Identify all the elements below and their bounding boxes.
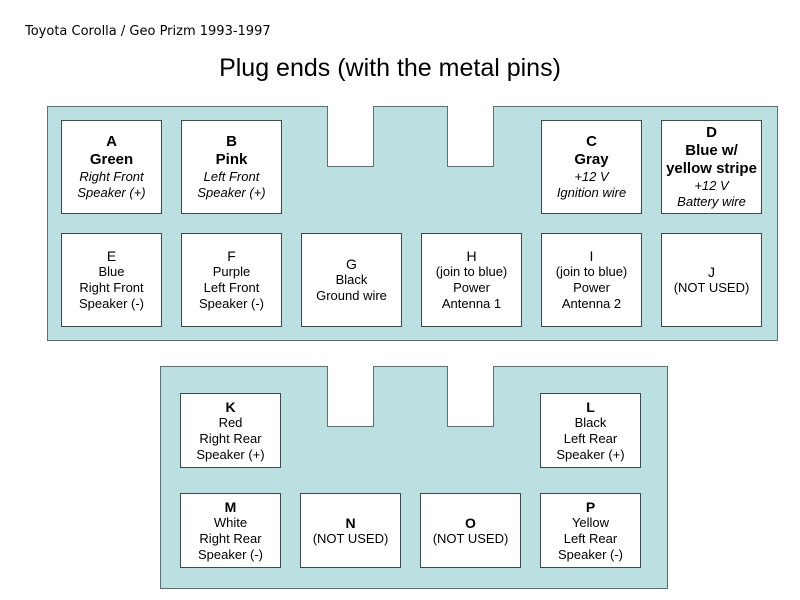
pin-voltage: +12 V <box>694 178 729 193</box>
pin-function: Battery wire <box>677 194 746 209</box>
pin-e: E Blue Right Front Speaker (-) <box>61 233 162 327</box>
pin-function: Left Front <box>203 169 260 184</box>
pin-function: Speaker (+) <box>77 185 146 200</box>
pin-line: Right Rear <box>199 430 262 446</box>
top-connector: A Green Right Front Speaker (+) B Pink L… <box>47 105 778 341</box>
pin-letter: N <box>345 514 356 531</box>
pin-o: O (NOT USED) <box>420 493 521 568</box>
pin-line: (join to blue) <box>435 264 508 279</box>
pin-n: N (NOT USED) <box>300 493 401 568</box>
pin-b: B Pink Left Front Speaker (+) <box>181 120 282 214</box>
pin-line: Speaker (+) <box>556 446 625 462</box>
pin-j: J (NOT USED) <box>661 233 762 327</box>
pin-line: Purple <box>212 264 251 279</box>
pin-function: Speaker (+) <box>197 185 266 200</box>
pin-line: Right Rear <box>199 530 262 546</box>
pin-f: F Purple Left Front Speaker (-) <box>181 233 282 327</box>
pin-line: (NOT USED) <box>673 280 750 295</box>
pin-line: Power <box>573 280 610 295</box>
pin-line: (join to blue) <box>555 264 628 279</box>
pin-letter: J <box>708 264 715 280</box>
pin-l: L Black Left Rear Speaker (+) <box>540 393 641 468</box>
pin-d: D Blue w/ yellow stripe +12 V Battery wi… <box>661 120 762 214</box>
pin-wire-color: yellow stripe <box>666 160 757 177</box>
pin-letter: K <box>225 398 236 415</box>
pin-wire-color: Gray <box>574 151 609 168</box>
pin-wire-color: Green <box>89 151 134 168</box>
pin-i: I (join to blue) Power Antenna 2 <box>541 233 642 327</box>
pin-letter: L <box>586 398 595 415</box>
pin-c: C Gray +12 V Ignition wire <box>541 120 642 214</box>
diagram-title: Plug ends (with the metal pins) <box>219 54 561 82</box>
pin-function: Ignition wire <box>556 185 627 200</box>
pin-h: H (join to blue) Power Antenna 1 <box>421 233 522 327</box>
pin-letter: D <box>706 124 717 141</box>
pin-line: (NOT USED) <box>432 530 509 546</box>
pin-line: Speaker (+) <box>196 446 265 462</box>
pin-line: Yellow <box>571 514 610 530</box>
pin-letter: I <box>589 248 594 264</box>
pin-function: Right Front <box>79 169 144 184</box>
pin-letter: O <box>465 514 476 531</box>
connector-key-tab <box>447 365 494 427</box>
pin-line: (NOT USED) <box>312 530 389 546</box>
connector-key-tab <box>447 105 494 167</box>
pin-wire-color: Blue w/ <box>685 142 738 159</box>
pin-line: Blue <box>98 264 125 279</box>
diagram-subtitle: Toyota Corolla / Geo Prizm 1993-1997 <box>25 24 271 39</box>
pin-a: A Green Right Front Speaker (+) <box>61 120 162 214</box>
pin-line: Red <box>218 414 243 430</box>
pin-line: Black <box>574 414 607 430</box>
pin-p: P Yellow Left Rear Speaker (-) <box>540 493 641 568</box>
pin-letter: P <box>585 498 596 515</box>
pin-letter: A <box>106 133 117 150</box>
pin-line: Antenna 2 <box>561 296 622 311</box>
pin-letter: C <box>586 133 597 150</box>
pin-line: Right Front <box>79 280 144 295</box>
pin-letter: G <box>346 256 357 272</box>
pin-line: Speaker (-) <box>78 296 145 311</box>
pin-k: K Red Right Rear Speaker (+) <box>180 393 281 468</box>
connector-key-tab <box>327 365 374 427</box>
pin-g: G Black Ground wire <box>301 233 402 327</box>
pin-line: Ground wire <box>316 288 387 303</box>
pin-line: Power <box>453 280 490 295</box>
pin-voltage: +12 V <box>574 169 609 184</box>
pin-letter: F <box>227 248 236 264</box>
pin-wire-color: Pink <box>215 151 248 168</box>
pin-line: Left Rear <box>563 430 618 446</box>
pin-line: Left Front <box>203 280 260 295</box>
pin-line: White <box>213 514 248 530</box>
pin-line: Speaker (-) <box>197 546 264 562</box>
pin-m: M White Right Rear Speaker (-) <box>180 493 281 568</box>
pin-line: Antenna 1 <box>441 296 502 311</box>
pin-line: Black <box>335 272 368 287</box>
bottom-connector: K Red Right Rear Speaker (+) L Black Lef… <box>160 365 668 589</box>
connector-key-tab <box>327 105 374 167</box>
pin-letter: H <box>466 248 477 264</box>
pin-letter: E <box>106 248 117 264</box>
pin-letter: M <box>224 498 237 515</box>
pin-letter: B <box>226 133 237 150</box>
pin-line: Left Rear <box>563 530 618 546</box>
pin-line: Speaker (-) <box>557 546 624 562</box>
pin-line: Speaker (-) <box>198 296 265 311</box>
